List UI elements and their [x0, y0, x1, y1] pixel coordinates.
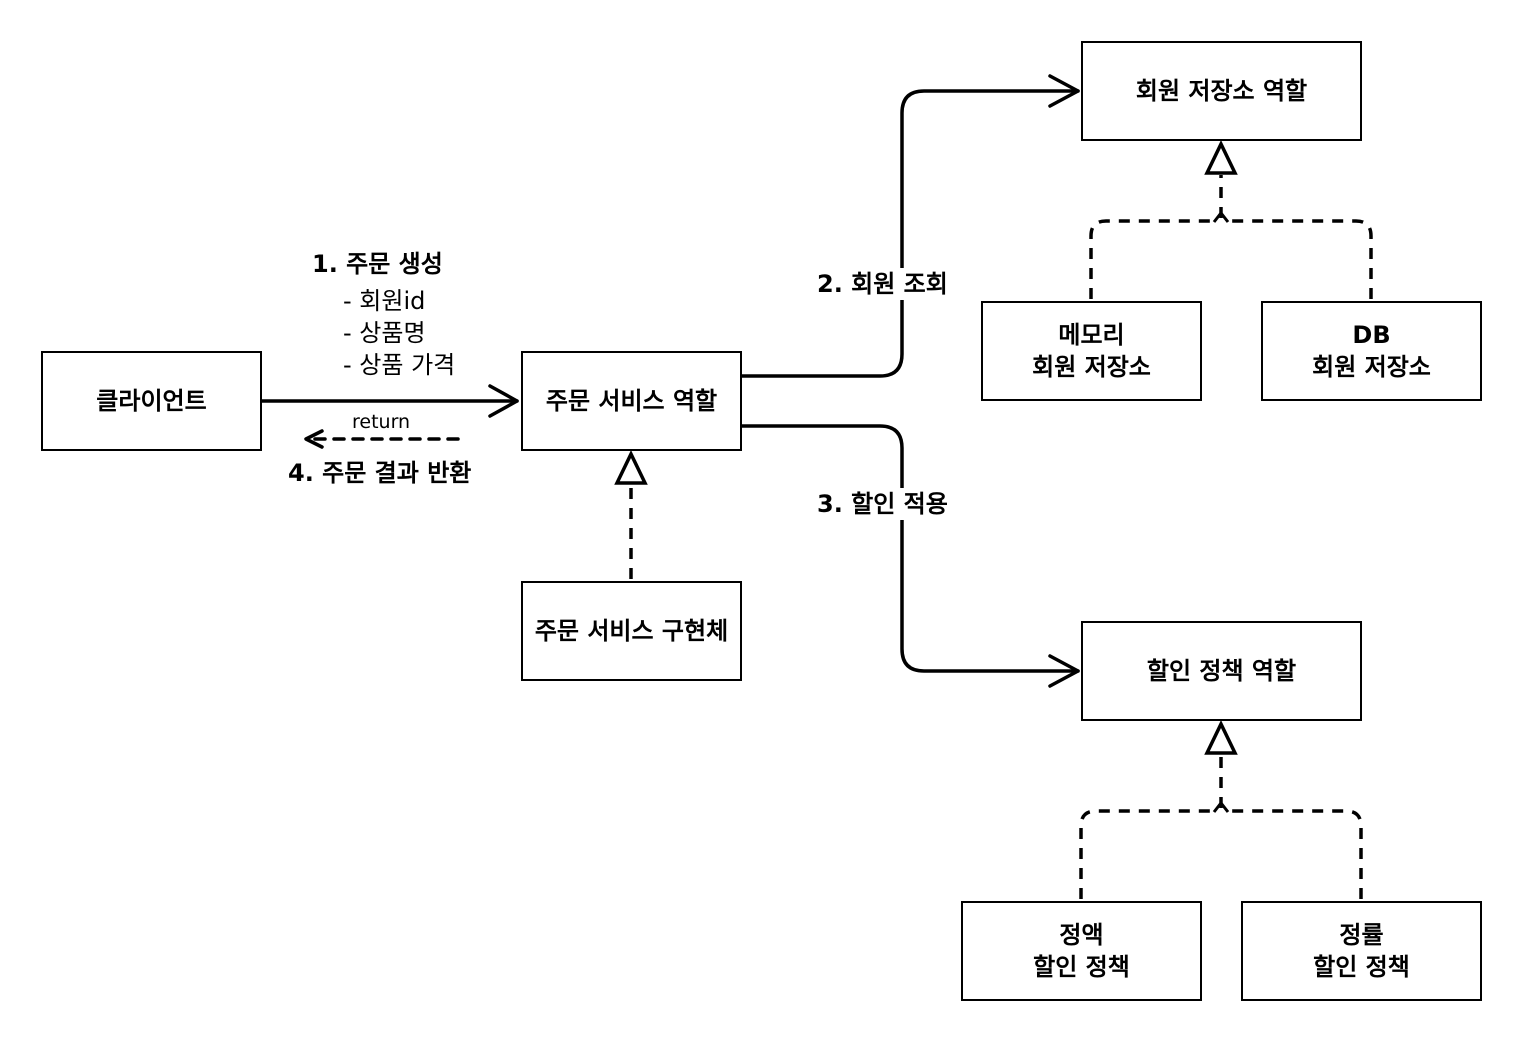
- create-order-param-item-price: - 상품 가격: [343, 351, 456, 379]
- return-result-label: 4. 주문 결과 반환: [288, 459, 472, 487]
- member-lookup-arrow: [740, 89, 1080, 378]
- client-box: 클라이언트: [41, 351, 262, 451]
- member-repo-junction: [1212, 211, 1230, 223]
- db-repo-label-line2: 회원 저장소: [1312, 353, 1431, 381]
- rate-discount-box: 정률 할인 정책: [1241, 901, 1482, 1001]
- db-repo-label-line1: DB: [1352, 321, 1391, 349]
- apply-discount-label: 3. 할인 적용: [815, 488, 950, 520]
- fixed-discount-label-line1: 정액: [1059, 921, 1104, 949]
- memory-repo-realization-line: [1089, 219, 1212, 299]
- memory-repo-box: 메모리 회원 저장소: [981, 301, 1202, 401]
- rate-discount-label-line1: 정률: [1339, 921, 1384, 949]
- memory-repo-label-line2: 회원 저장소: [1032, 353, 1151, 381]
- member-repo-role-box: 회원 저장소 역할: [1081, 41, 1362, 141]
- discount-policy-role-label: 할인 정책 역할: [1146, 657, 1297, 685]
- client-label: 클라이언트: [96, 387, 207, 415]
- fixed-discount-box: 정액 할인 정책: [961, 901, 1202, 1001]
- db-repo-realization-line: [1230, 219, 1373, 299]
- discount-policy-role-box: 할인 정책 역할: [1081, 621, 1362, 721]
- discount-policy-junction: [1212, 801, 1230, 813]
- memory-repo-label-line1: 메모리: [1058, 321, 1125, 349]
- create-order-param-item-name: - 상품명: [343, 319, 426, 347]
- return-label: return: [352, 411, 411, 433]
- apply-discount-arrowhead: [1048, 654, 1080, 688]
- member-repo-role-label: 회원 저장소 역할: [1135, 77, 1308, 105]
- create-order-arrowhead: [488, 384, 519, 418]
- member-lookup-arrowhead: [1048, 74, 1080, 108]
- order-service-role-label: 주문 서비스 역할: [545, 387, 718, 415]
- db-repo-box: DB 회원 저장소: [1261, 301, 1482, 401]
- fixed-discount-realization-line: [1079, 809, 1212, 899]
- order-service-impl-label: 주문 서비스 구현체: [534, 617, 729, 645]
- member-lookup-label: 2. 회원 조회: [815, 268, 950, 300]
- order-service-impl-box: 주문 서비스 구현체: [521, 581, 742, 681]
- discount-policy-realization-triangle: [1204, 719, 1238, 755]
- order-service-realization-triangle: [614, 449, 648, 485]
- create-order-label: 1. 주문 생성: [312, 250, 443, 278]
- rate-discount-realization-line: [1230, 809, 1363, 899]
- order-service-role-box: 주문 서비스 역할: [521, 351, 742, 451]
- member-repo-realization-triangle: [1204, 139, 1238, 175]
- return-arrowhead: [304, 429, 324, 449]
- create-order-param-member-id: - 회원id: [343, 287, 426, 315]
- fixed-discount-label-line2: 할인 정책: [1033, 953, 1130, 981]
- rate-discount-label-line2: 할인 정책: [1313, 953, 1410, 981]
- apply-discount-arrow: [740, 424, 1080, 673]
